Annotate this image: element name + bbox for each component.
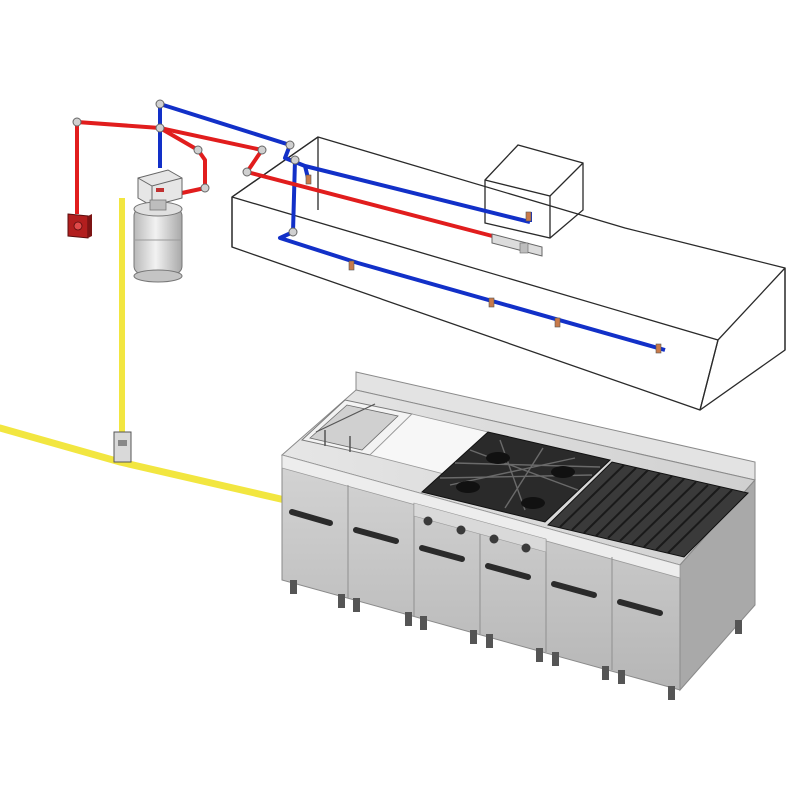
burner <box>521 497 545 509</box>
exhaust-hood <box>231 136 786 411</box>
spray-nozzle-icon <box>655 343 662 354</box>
gas-supply-line <box>0 198 289 504</box>
broiler-grates <box>559 464 733 554</box>
equipment-legs <box>290 580 742 700</box>
spray-nozzle-icon <box>554 317 561 328</box>
agent-cylinder-icon <box>133 169 183 283</box>
manual-pull-station-icon[interactable] <box>67 213 92 239</box>
burner <box>486 452 510 464</box>
heat-detector-icon <box>491 233 543 257</box>
burner <box>456 481 480 493</box>
spray-nozzle-icon <box>525 211 532 222</box>
control-knobs <box>423 516 531 553</box>
agent-distribution-pipe <box>158 102 666 352</box>
pipe-fittings <box>72 99 300 237</box>
exhaust-duct <box>484 144 584 239</box>
char-broiler <box>547 461 749 558</box>
cooking-equipment-line <box>280 371 756 700</box>
burner <box>551 466 575 478</box>
burner-grate <box>439 439 601 511</box>
detection-line <box>75 120 501 240</box>
spray-nozzle-icon <box>305 174 312 185</box>
nozzles <box>305 174 662 354</box>
drawer-handles <box>289 509 663 616</box>
cabinet-dividers <box>347 485 613 670</box>
spray-nozzle-icon <box>488 297 495 308</box>
range-burners <box>420 431 612 523</box>
spray-nozzle-icon <box>348 260 355 271</box>
gas-main-pipe <box>0 424 289 504</box>
gas-shutoff-valve-icon <box>113 431 132 463</box>
